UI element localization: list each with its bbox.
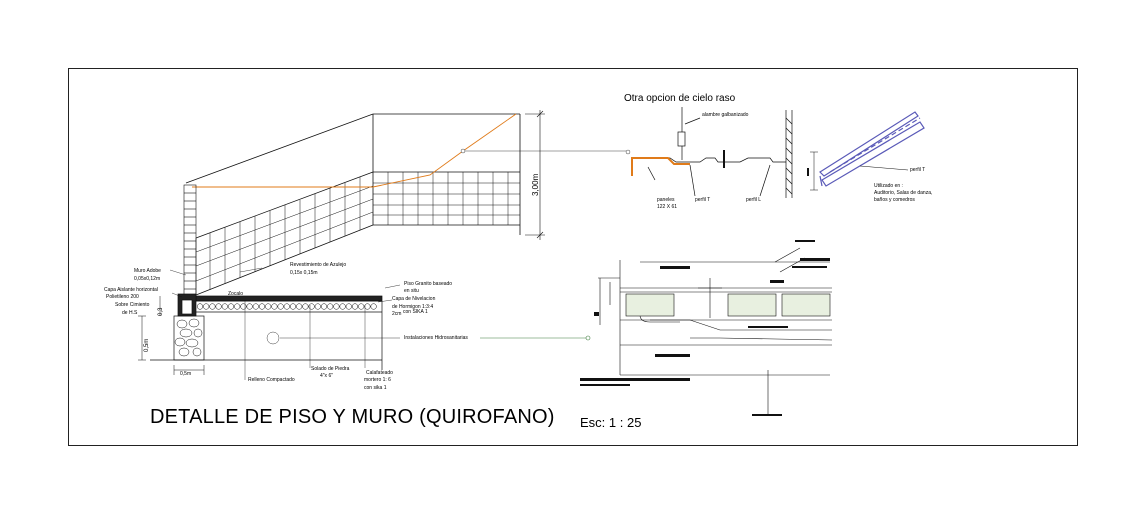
stone-circle: [327, 303, 334, 310]
stone-circle: [265, 303, 272, 310]
label-dim-05-h: 0,5m: [180, 371, 192, 377]
ceiling-panel-orange: [631, 157, 690, 176]
stone-circle: [320, 303, 328, 310]
label-polietileno: Polietileno 200: [106, 294, 139, 300]
tile-grid-left: [195, 177, 374, 295]
floor-section-ribbed: [625, 293, 831, 317]
label-azulejo-size: 0,15x 0,15m: [290, 270, 318, 276]
ceiling-detail: [634, 107, 793, 198]
stone-circle: [252, 303, 259, 310]
label-perfil-t2: perfil T: [910, 167, 926, 173]
label-capa-aislante: Capa Aislante horizontal: [104, 287, 158, 293]
floor-section-right: [598, 247, 833, 416]
stone-circle: [302, 303, 309, 310]
stone-circle: [370, 303, 377, 310]
wall-perspective: [185, 113, 521, 296]
stone-circle: [271, 303, 278, 310]
drawing-scale: Esc: 1 : 25: [580, 415, 642, 430]
stone-circle: [209, 303, 216, 310]
label-2cm: 2cm: [392, 311, 402, 317]
stone-circle: [314, 303, 321, 310]
stone-circle: [296, 303, 303, 310]
profile-dims: [807, 151, 909, 191]
stone-circle: [308, 303, 315, 310]
blue-profile: [819, 111, 925, 187]
leader-lines-left: [169, 148, 631, 380]
label-de-hormigon: de Hormigon 1:3:4: [392, 304, 434, 310]
label-muro-adobe: Muro Adobe: [134, 268, 161, 274]
stone-circle: [364, 303, 371, 310]
foundation-dimensions: [138, 296, 205, 375]
drawing-title: DETALLE DE PISO Y MURO (QUIROFANO): [150, 406, 555, 428]
drawing-frame: [68, 68, 1078, 446]
label-dim-03: 0,3: [158, 307, 164, 316]
label-sobre-cimiento: Sobre Cimiento: [115, 302, 150, 308]
stone-circle: [277, 303, 284, 310]
label-alambre: alambre galbanizado: [702, 112, 749, 118]
stone-circle: [240, 303, 247, 310]
label-banos: baños y comedros: [874, 197, 915, 203]
label-calafateado: Calafateado: [366, 370, 393, 376]
label-paneles-size: 122 X 61: [657, 204, 678, 210]
stone-circle: [234, 303, 241, 310]
foundation-stones: [174, 318, 203, 357]
label-instalaciones: Instalaciones Hidrosanitarias: [404, 335, 468, 341]
stone-circle: [215, 303, 222, 310]
floor-section: [150, 293, 383, 370]
stone-layer: [196, 303, 377, 310]
stone-circle: [227, 303, 235, 310]
height-dimension-label: 3,00m: [531, 173, 540, 196]
tile-grid-back: [373, 172, 520, 225]
label-mortero: mortero 1: 6: [364, 377, 391, 383]
label-paneles: paneles: [657, 197, 675, 203]
stone-circle: [339, 303, 346, 310]
label-de-hs: de H.S: [122, 310, 138, 316]
height-dimension: [525, 110, 545, 240]
stone-circle: [221, 303, 228, 310]
adobe-wall-column: [183, 184, 197, 296]
label-solado-piedra: Solado de Piedra: [311, 366, 350, 372]
label-perfil-t: perfil T: [695, 197, 711, 203]
ceiling-line-orange: [192, 113, 517, 188]
floor-section-bars: [580, 240, 830, 386]
label-piso-granito: Piso Granito baseado: [404, 281, 453, 287]
ceiling-detail-title: Otra opcion de cielo raso: [624, 93, 736, 104]
label-muro-size: 0,05x0,12m: [134, 276, 161, 282]
label-con-sika: con SIKA 1: [403, 309, 428, 315]
stone-circle: [351, 303, 359, 310]
stone-circle: [333, 303, 340, 310]
stone-circle: [358, 303, 365, 310]
stone-circle: [345, 303, 352, 310]
label-auditorio: Auditorio, Salas de danza,: [874, 190, 933, 196]
label-zocalo: Zocalo: [228, 291, 244, 297]
stone-circle: [196, 303, 204, 310]
label-capa-nivelacion: Capa de Nivelacion: [392, 296, 436, 302]
leader-green: [480, 335, 591, 341]
stone-circle: [289, 303, 297, 310]
stone-circle: [246, 303, 253, 310]
label-dim-05-v: 0,5m: [144, 338, 150, 352]
stone-circle: [203, 303, 210, 310]
label-relleno: Relleno Compactado: [248, 377, 295, 383]
label-revestimiento: Revestimiento de Azulejo: [290, 262, 347, 268]
label-en-situ: en situ: [404, 288, 419, 294]
stone-circle: [283, 303, 290, 310]
label-solado-size: 4"x 6": [320, 373, 334, 379]
label-con-sika-1: con sika 1: [364, 385, 387, 391]
label-utilizado-en: Utilizado en :: [874, 183, 903, 189]
label-perfil-l: perfil L: [746, 197, 762, 203]
stone-circle: [258, 303, 266, 310]
